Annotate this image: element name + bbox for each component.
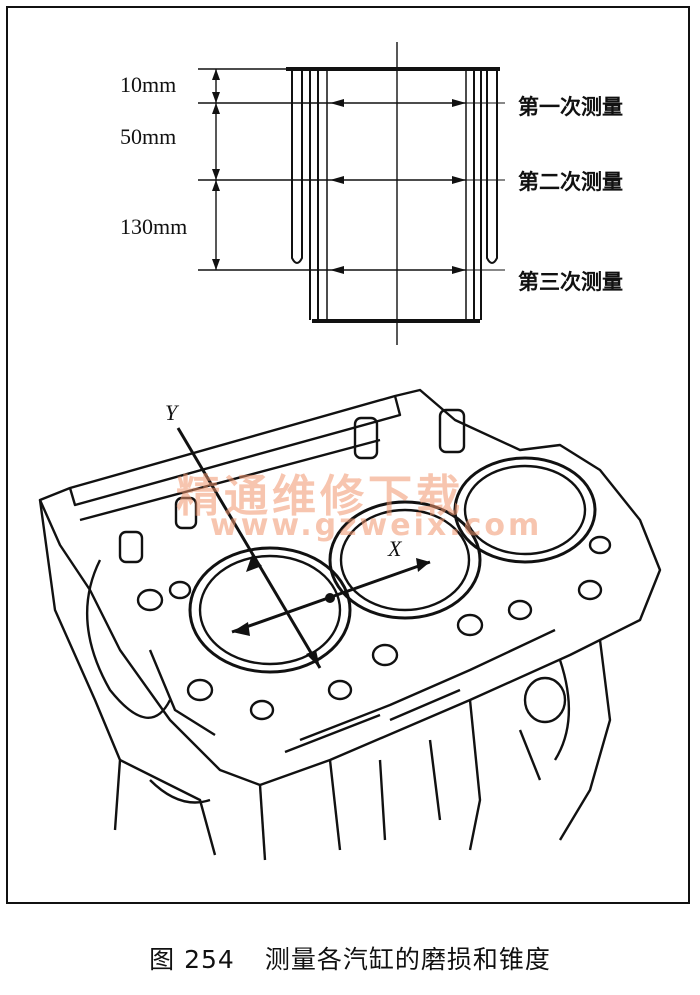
dim-label-130mm: 130mm (120, 214, 188, 239)
step-label-first: 第一次测量 (518, 95, 623, 119)
figure-frame (6, 6, 690, 904)
figure-caption: 图 254 测量各汽缸的磨损和锥度 (0, 940, 700, 976)
axis-label-y: Y (165, 400, 178, 425)
step-label-third: 第三次测量 (518, 270, 623, 294)
watermark-text: 精通维修下载 (176, 471, 464, 522)
figure-caption-text: 测量各汽缸的磨损和锥度 (264, 945, 551, 974)
cylinder-measurement-diagram (198, 42, 505, 345)
figure-number: 图 254 (149, 945, 235, 974)
watermark-url: www.gzweix.com (210, 508, 543, 543)
axis-label-x: X (388, 536, 402, 561)
dim-label-50mm: 50mm (120, 124, 177, 149)
engine-block-illustration (38, 388, 662, 861)
step-label-second: 第二次测量 (518, 170, 623, 194)
dim-label-10mm: 10mm (120, 72, 177, 97)
